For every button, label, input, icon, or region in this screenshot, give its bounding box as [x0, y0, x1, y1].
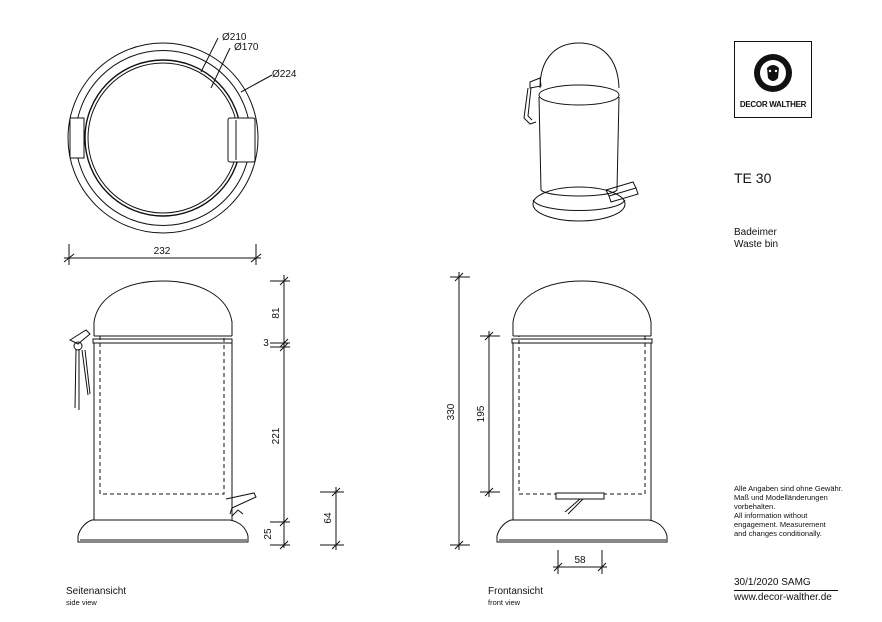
dim-pedal-height: 64 — [323, 512, 334, 524]
dim-top-lid: Ø170 — [234, 42, 259, 53]
front-view — [496, 280, 668, 543]
dim-line-width — [63, 244, 262, 265]
dim-pedal-width: 58 — [574, 555, 586, 566]
dim-base-height: 25 — [263, 528, 274, 540]
drawing-date: 30/1/2020 SAMG — [734, 577, 811, 588]
brand-logo-text: DECOR WALTHER — [739, 100, 807, 109]
side-view — [68, 280, 257, 543]
lion-logo-icon — [754, 54, 792, 92]
disclaimer: Alle Angaben sind ohne Gewähr. Maß und M… — [734, 484, 843, 538]
dim-body-height: 221 — [271, 427, 282, 444]
dim-overall-height: 330 — [446, 403, 457, 420]
dim-inner-height: 195 — [476, 405, 487, 422]
side-view-title: Seitenansicht — [66, 586, 127, 597]
dim-line-front-vertical — [450, 272, 607, 574]
dim-overall-width: 232 — [154, 246, 171, 257]
dim-top-inner: Ø210 — [222, 32, 247, 43]
dim-rim-height: 3 — [263, 338, 269, 349]
front-view-subtitle: front view — [488, 598, 521, 607]
brand-logo: DECOR WALTHER — [734, 41, 812, 118]
product-name-en: Waste bin — [734, 239, 779, 250]
product-name-de: Badeimer — [734, 227, 777, 238]
side-view-subtitle: side view — [66, 598, 97, 607]
front-view-title: Frontansicht — [488, 586, 544, 597]
website-link[interactable]: www.decor-walther.de — [734, 592, 832, 603]
dim-lid-height: 81 — [271, 307, 282, 319]
perspective-view — [523, 42, 639, 222]
top-view — [67, 37, 273, 234]
dim-top-outer: Ø224 — [272, 69, 297, 80]
product-model: TE 30 — [734, 170, 772, 186]
dim-line-side-vertical — [270, 275, 344, 550]
footer-rule — [734, 590, 838, 591]
